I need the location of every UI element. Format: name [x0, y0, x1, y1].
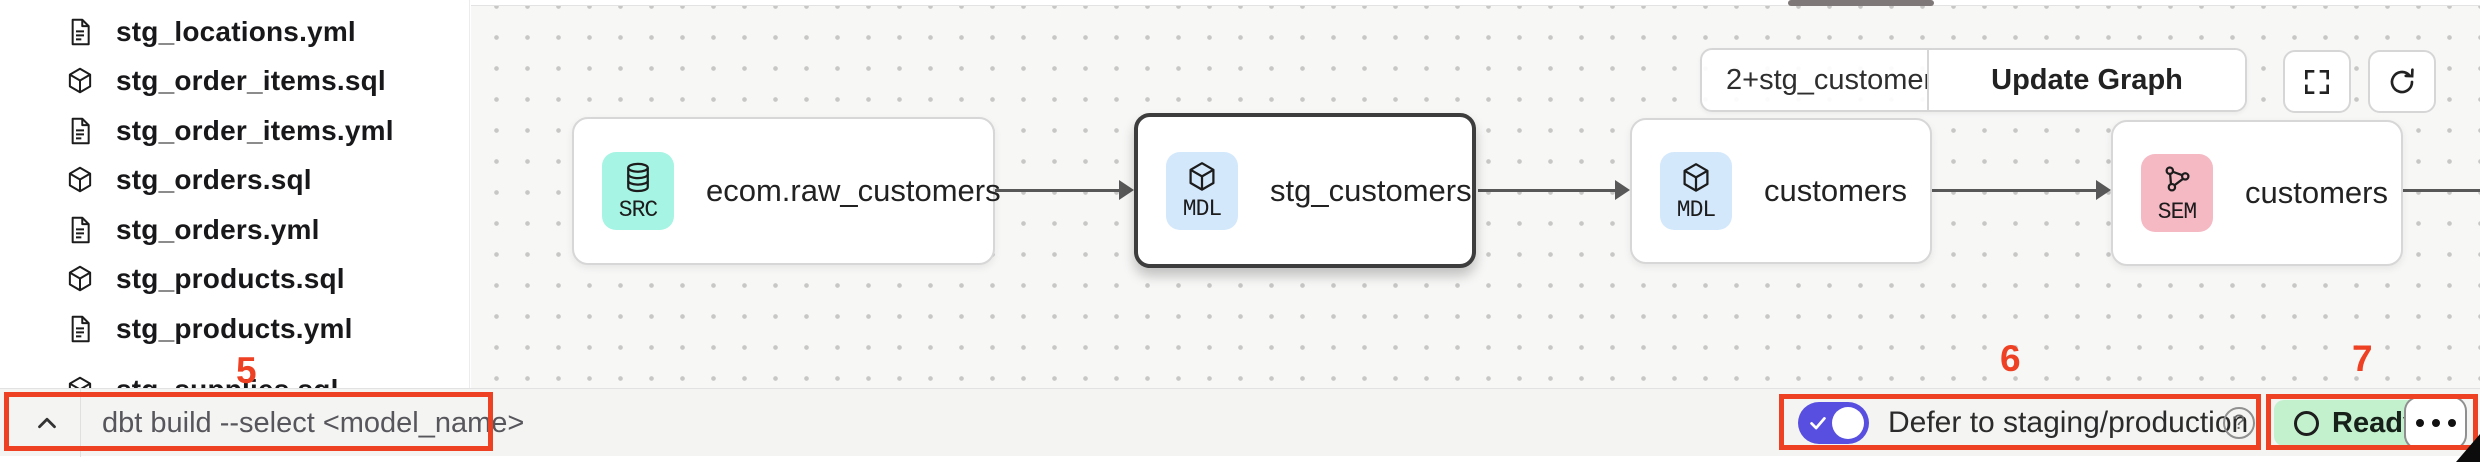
- file-stg-orders-yml[interactable]: stg_orders.yml: [64, 208, 320, 252]
- file-stg-locations-yml[interactable]: stg_locations.yml: [64, 10, 356, 54]
- model-badge: MDL: [1660, 152, 1732, 230]
- divider: [80, 389, 81, 457]
- refresh-icon: [2390, 67, 2414, 93]
- edge-src-to-stg: [995, 189, 1122, 192]
- edge-stg-to-customers: [1478, 189, 1616, 192]
- node-title: stg_customers: [1270, 172, 1472, 208]
- node-title: customers: [2245, 175, 2388, 210]
- expand-panel-button[interactable]: [26, 402, 68, 444]
- edge-customers-to-sem: [1932, 189, 2097, 192]
- ellipsis-icon: [2431, 419, 2440, 427]
- node-semantic-customers[interactable]: SEM customers: [2111, 120, 2403, 266]
- file-stg-supplies-sql[interactable]: stg_supplies.sql: [64, 368, 339, 388]
- divider: [1927, 50, 1929, 110]
- toggle-knob: [1832, 407, 1864, 439]
- annotation-number-7: 7: [2352, 338, 2373, 379]
- badge-label: MDL: [1676, 196, 1716, 223]
- file-icon: [71, 18, 90, 46]
- annotation-number-6: 6: [2000, 338, 2021, 379]
- file-tree-sidebar: stg_locations.yml stg_order_items.sql st…: [0, 0, 470, 388]
- edge-sem-outgoing: [2403, 189, 2480, 192]
- file-name: stg_order_items.sql: [116, 65, 386, 96]
- database-icon: [627, 162, 649, 192]
- cube-icon: [68, 166, 92, 193]
- file-name: stg_order_items.yml: [116, 115, 394, 146]
- command-input[interactable]: dbt build --select <model_name>: [102, 406, 525, 439]
- file-name: stg_orders.sql: [116, 164, 312, 195]
- badge-label: SEM: [2157, 198, 2197, 225]
- fullscreen-button[interactable]: [2283, 50, 2351, 113]
- file-name: stg_locations.yml: [116, 16, 356, 47]
- file-stg-orders-sql[interactable]: stg_orders.sql: [64, 158, 312, 202]
- help-icon[interactable]: ?: [2223, 407, 2255, 439]
- selector-input[interactable]: 2+stg_customers+2: [1726, 63, 1981, 96]
- file-stg-products-sql[interactable]: stg_products.sql: [64, 257, 345, 301]
- graph-selector-group: 2+stg_customers+2 Update Graph: [1700, 48, 2247, 112]
- arrowhead-icon: [1119, 180, 1134, 200]
- defer-label: Defer to staging/production: [1888, 406, 2249, 439]
- file-stg-products-yml[interactable]: stg_products.yml: [64, 307, 353, 351]
- semantic-badge: SEM: [2141, 154, 2213, 232]
- cube-icon: [68, 376, 92, 388]
- badge-label: MDL: [1182, 196, 1222, 222]
- ellipsis-icon: [2415, 419, 2424, 427]
- check-icon: [1810, 417, 1826, 430]
- chevron-up-icon: [38, 417, 56, 429]
- file-icon: [71, 117, 90, 145]
- update-graph-button[interactable]: Update Graph: [1929, 50, 2245, 110]
- badge-label: SRC: [618, 196, 658, 223]
- annotation-number-5: 5: [236, 350, 257, 391]
- cube-icon: [1189, 162, 1215, 191]
- cube-icon: [68, 265, 92, 292]
- file-name: stg_products.yml: [116, 313, 353, 344]
- horizontal-scrollbar-thumb[interactable]: [1788, 0, 1934, 6]
- file-stg-order-items-sql[interactable]: stg_order_items.sql: [64, 59, 386, 103]
- more-options-button[interactable]: [2404, 396, 2467, 450]
- refresh-button[interactable]: [2368, 50, 2436, 113]
- node-title: ecom.raw_customers: [706, 173, 1001, 208]
- arrowhead-icon: [2096, 180, 2111, 200]
- defer-toggle[interactable]: [1798, 402, 1869, 444]
- status-circle-icon: [2294, 410, 2319, 436]
- arrowhead-icon: [1615, 180, 1630, 200]
- node-model-stg-customers[interactable]: MDL stg_customers: [1134, 113, 1476, 268]
- fullscreen-icon: [2305, 69, 2329, 94]
- file-icon: [71, 315, 90, 343]
- file-icon: [71, 216, 90, 244]
- ellipsis-icon: [2447, 419, 2456, 427]
- cube-icon: [1683, 162, 1709, 192]
- model-badge: MDL: [1166, 151, 1238, 230]
- source-badge: SRC: [602, 152, 674, 230]
- node-title: customers: [1764, 173, 1907, 208]
- semantic-graph-icon: [2165, 165, 2190, 191]
- node-model-customers[interactable]: MDL customers: [1630, 118, 1932, 264]
- node-source-raw-customers[interactable]: SRC ecom.raw_customers: [572, 117, 1001, 265]
- file-name: stg_supplies.sql: [116, 374, 339, 388]
- cube-icon: [68, 67, 92, 94]
- file-name: stg_orders.yml: [116, 214, 320, 245]
- bottom-command-bar: dbt build --select <model_name> Defer to…: [0, 388, 2480, 457]
- file-stg-order-items-yml[interactable]: stg_order_items.yml: [64, 109, 394, 153]
- file-name: stg_products.sql: [116, 263, 345, 294]
